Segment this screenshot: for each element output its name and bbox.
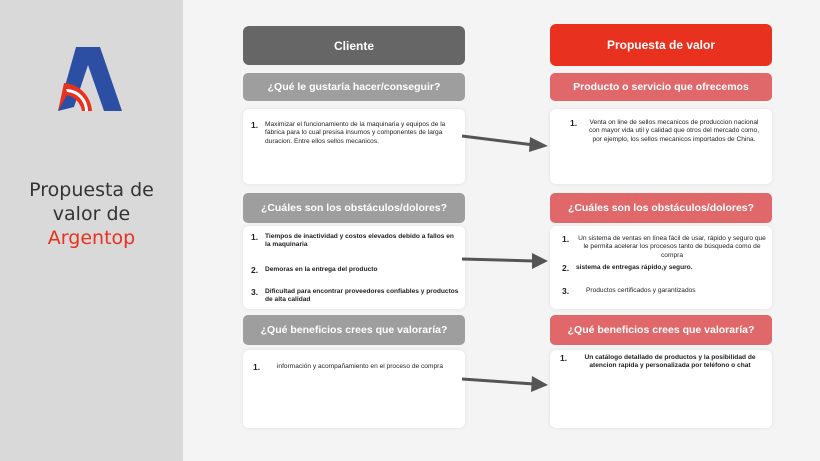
list-item: 1. Un sistema de ventas en línea fácil d… bbox=[562, 235, 768, 260]
client-card-1: 1. Maximizar el funcionamiento de la maq… bbox=[243, 109, 465, 184]
item-text: Maximizar el funcionamiento de la maquin… bbox=[265, 121, 446, 145]
argentop-logo-icon bbox=[58, 47, 122, 111]
list-item: 1. Maximizar el funcionamiento de la maq… bbox=[251, 121, 457, 146]
item-number: 3. bbox=[562, 286, 570, 296]
item-text: Tiempos de inactividad y costos elevados… bbox=[265, 233, 454, 249]
item-number: 1. bbox=[251, 120, 259, 130]
item-text: Un catálogo detallado de productos y la … bbox=[584, 354, 756, 370]
arrow-right-icon bbox=[461, 134, 548, 152]
arrow-right-icon bbox=[461, 376, 548, 392]
item-text: Demoras en la entrega del producto bbox=[265, 266, 378, 273]
list-item: 1. Un catálogo detallado de productos y … bbox=[560, 354, 766, 371]
value-card-2: 1. Un sistema de ventas en línea fácil d… bbox=[550, 226, 772, 309]
item-number: 1. bbox=[562, 234, 570, 244]
item-text: Productos certificados y garantizados bbox=[586, 287, 696, 294]
item-number: 3. bbox=[251, 287, 259, 297]
left-panel bbox=[0, 0, 183, 461]
value-header: Propuesta de valor bbox=[550, 24, 772, 66]
list-item: 2. sistema de entregas rápido,y seguro. bbox=[562, 264, 768, 273]
brand-name: Argentop bbox=[47, 227, 136, 249]
list-item: 1. Tiempos de inactividad y costos eleva… bbox=[251, 233, 461, 250]
client-section-title-2: ¿Cuáles son los obstáculos/dolores? bbox=[243, 193, 465, 223]
item-text: Venta on line de sellos mecanicos de pro… bbox=[588, 119, 760, 143]
side-title-line1: Propuesta de bbox=[29, 179, 154, 201]
client-section-title-3: ¿Qué beneficios crees que valoraría? bbox=[243, 315, 465, 345]
value-card-1: 1. Venta on line de sellos mecanicos de … bbox=[550, 109, 772, 184]
side-title: Propuesta de valor de Argentop bbox=[0, 178, 183, 250]
side-title-line2: valor de bbox=[52, 203, 131, 225]
item-text: sistema de entregas rápido,y seguro. bbox=[576, 264, 693, 271]
item-number: 1. bbox=[251, 232, 259, 242]
list-item: 3. Productos certificados y garantizados bbox=[562, 287, 768, 296]
item-number: 2. bbox=[562, 263, 570, 273]
client-section-title-1: ¿Qué le gustaría hacer/conseguir? bbox=[243, 73, 465, 101]
item-number: 1. bbox=[253, 362, 261, 372]
value-section-title-3: ¿Qué beneficios crees que valoraría? bbox=[550, 315, 772, 345]
list-item: 2. Demoras en la entrega del producto bbox=[251, 266, 461, 275]
list-item: 3. Dificultad para encontrar proveedores… bbox=[251, 288, 461, 305]
item-number: 1. bbox=[560, 353, 568, 363]
value-section-title-1: Producto o servicio que ofrecemos bbox=[550, 73, 772, 101]
list-item: 1. información y acompañamiento en el pr… bbox=[253, 363, 453, 372]
client-card-2: 1. Tiempos de inactividad y costos eleva… bbox=[243, 226, 465, 309]
value-section-title-2: ¿Cuáles son los obstáculos/dolores? bbox=[550, 193, 772, 223]
client-header: Cliente bbox=[243, 26, 465, 65]
value-card-3: 1. Un catálogo detallado de productos y … bbox=[550, 350, 772, 428]
item-number: 1. bbox=[570, 118, 578, 128]
list-item: 1. Venta on line de sellos mecanicos de … bbox=[570, 119, 764, 144]
arrow-right-icon bbox=[461, 253, 548, 269]
client-card-3: 1. información y acompañamiento en el pr… bbox=[243, 350, 465, 428]
item-number: 2. bbox=[251, 265, 259, 275]
item-text: información y acompañamiento en el proce… bbox=[276, 363, 444, 370]
item-text: Dificultad para encontrar proveedores co… bbox=[265, 288, 459, 304]
item-text: Un sistema de ventas en línea fácil de u… bbox=[578, 235, 766, 259]
